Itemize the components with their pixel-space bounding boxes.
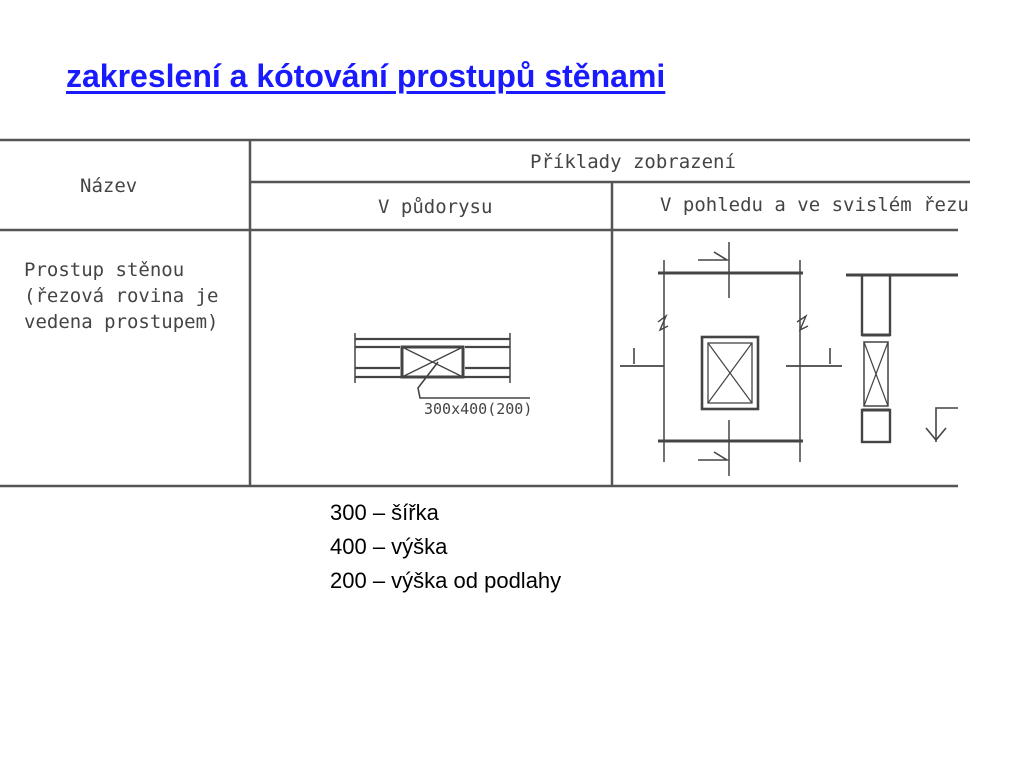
row-label-line-2: (řezová rovina je — [24, 285, 218, 307]
row-label-line-1: Prostup stěnou — [24, 259, 184, 281]
elevation-view-symbol — [620, 242, 842, 476]
row-label-line-3: vedena prostupem) — [24, 311, 218, 333]
dimension-legend: 300 – šířka 400 – výška 200 – výška od p… — [330, 496, 561, 598]
header-name: Název — [80, 175, 137, 197]
legend-item-height: 400 – výška — [330, 534, 448, 559]
dimension-label: 300x400(200) — [424, 400, 532, 418]
scanned-table-figure: Název Příklady zobrazení V půdorysu V po… — [0, 130, 970, 492]
header-plan: V půdorysu — [378, 196, 492, 218]
table-drawing: Název Příklady zobrazení V půdorysu V po… — [0, 138, 970, 488]
header-view: V pohledu a ve svislém řezu — [660, 194, 969, 216]
slide-title: zakreslení a kótování prostupů stěnami — [66, 58, 666, 94]
header-examples: Příklady zobrazení — [530, 151, 736, 173]
legend-item-floor-height: 200 – výška od podlahy — [330, 568, 562, 593]
legend-item-width: 300 – šířka — [330, 500, 439, 525]
plan-view-symbol — [354, 333, 530, 399]
section-view-symbol — [846, 273, 958, 444]
